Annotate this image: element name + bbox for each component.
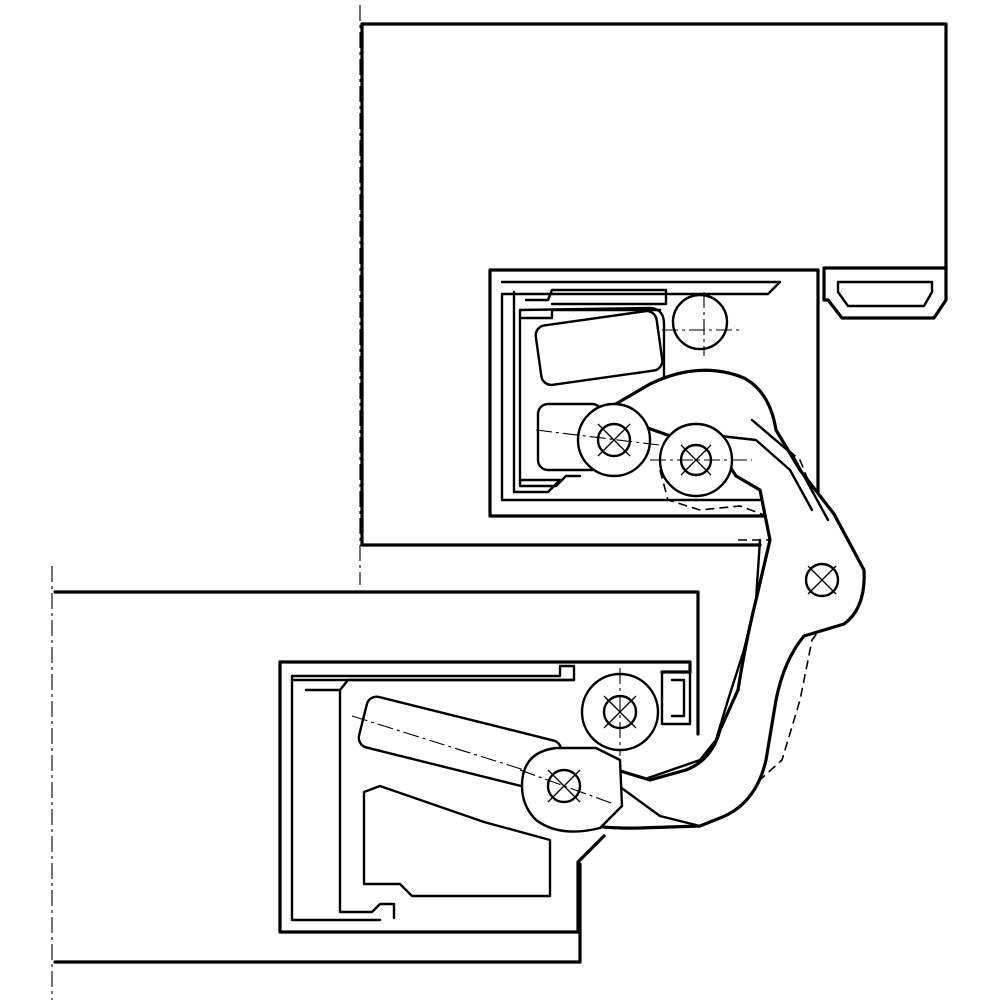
main-arm-edge-a (718, 434, 814, 512)
hinge-arm-main (542, 368, 866, 830)
door-pocket-step (520, 308, 662, 320)
pivot-door-1-pin (596, 422, 632, 458)
main-arm-edge-d (614, 782, 702, 828)
pivot-center-cross-b (807, 565, 837, 595)
frame-pocket-outer (278, 660, 606, 934)
pivot-frame-2-centerline (519, 769, 615, 805)
frame-pocket-lip (290, 664, 576, 682)
frame-stop-inner (670, 678, 686, 718)
frame-pocket-step (338, 678, 576, 692)
door-pocket-lip (524, 288, 668, 306)
pivot-frame-1-cross-b (603, 695, 637, 729)
door-pocket-inner (500, 280, 782, 502)
pivot-frame-2 (519, 746, 624, 833)
door-pocket-wall (512, 290, 562, 494)
pivot-frame-2-boss (520, 746, 624, 833)
pivot-door-1-cross-b (597, 423, 631, 457)
door-outline-top (360, 22, 948, 270)
main-arm-edge-c (646, 538, 762, 780)
frame-pocket-inner-left (290, 674, 382, 922)
pivot-frame-2-cross-b (547, 769, 581, 803)
pivot-door-2-cross-b (680, 444, 712, 476)
door-slot-upper (534, 309, 664, 387)
frame-stop-block (660, 670, 692, 726)
frame-outline-top (53, 590, 700, 736)
pivot-frame-1 (580, 668, 660, 756)
frame (51, 566, 700, 1000)
door-body-outline (518, 306, 666, 406)
pivot-door-1 (535, 402, 701, 478)
frame-pocket-top (278, 660, 692, 674)
seal-outer (822, 266, 948, 320)
pivot-door-2 (650, 422, 752, 498)
frame-outline-bottom (53, 862, 582, 964)
door-leaf (359, 5, 948, 585)
pivot-frame-2-pin (546, 768, 582, 804)
pivot-center (804, 562, 840, 598)
door-body-left (518, 308, 582, 488)
main-arm-edge-b (750, 418, 830, 522)
door-seal-profile (822, 266, 948, 320)
frame-slot-centerline (351, 715, 621, 801)
door-screw-hole (671, 293, 729, 351)
door-outline-left (360, 22, 762, 547)
frame-cavity (362, 784, 552, 898)
seal-inner (836, 280, 934, 308)
